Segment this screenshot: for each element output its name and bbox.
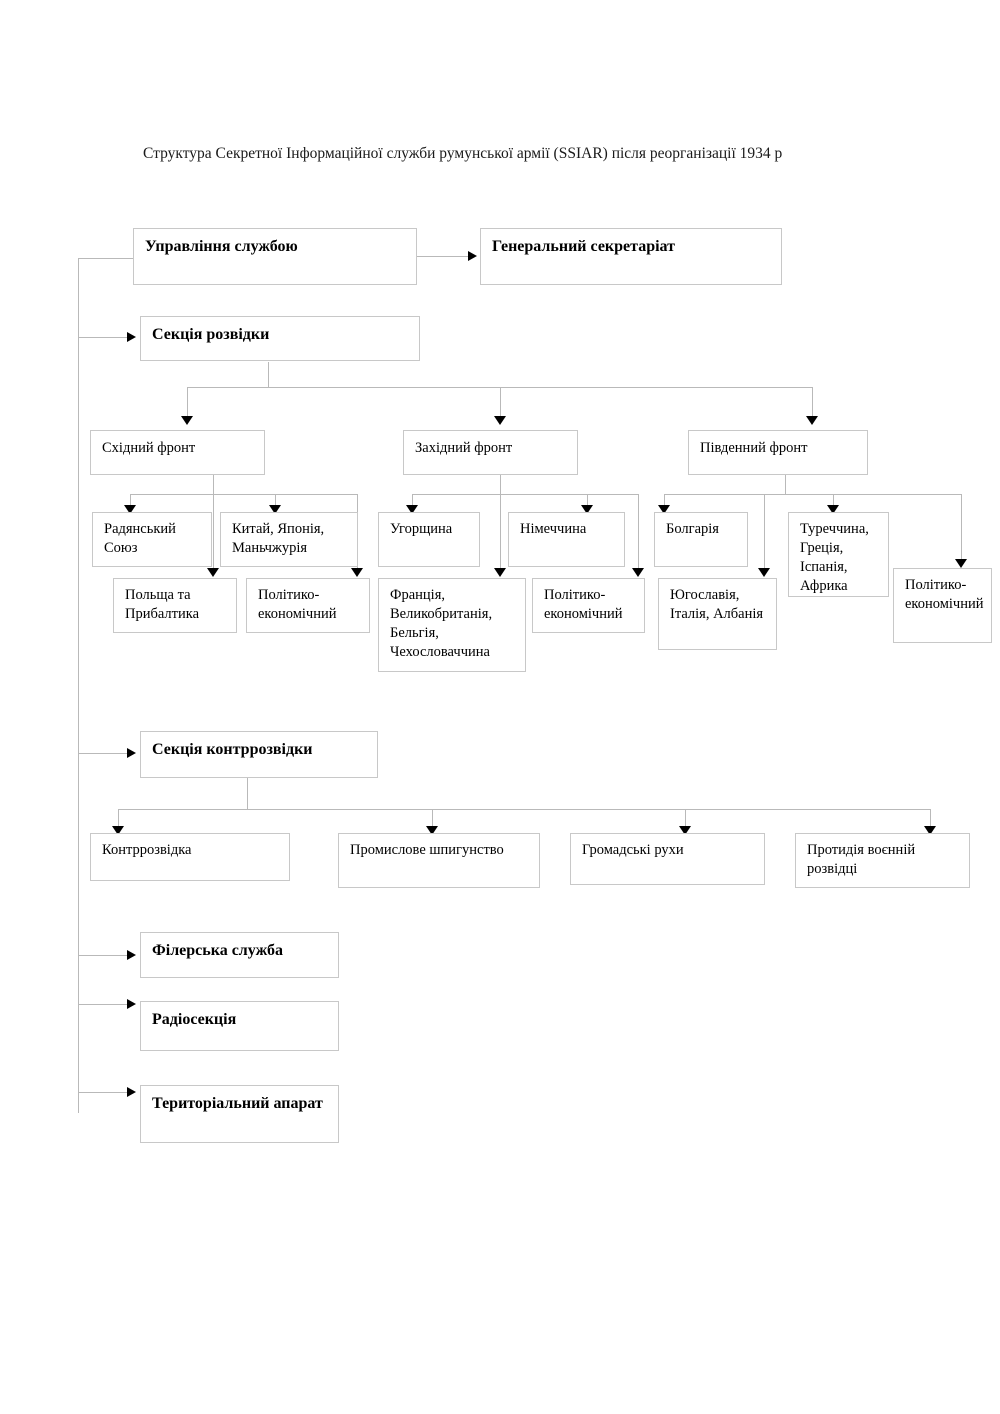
connector-bus-to-south — [812, 387, 813, 419]
connector-west-bus-right — [587, 494, 639, 495]
arrowhead-down-protydiya — [924, 826, 936, 835]
node-politiko-ekonomichnyi-south[interactable]: Політико-економічний — [893, 568, 992, 643]
arrowhead-right-sekciya-kontrrozvidky — [127, 748, 136, 758]
node-protydiya-voyennii-rozvidci[interactable]: Протидія воєнній розвідці — [795, 833, 970, 888]
node-nimechchyna[interactable]: Німеччина — [508, 512, 625, 567]
arrowhead-right-sekretariat — [468, 251, 477, 261]
arrowhead-right-radiosekciya — [127, 999, 136, 1009]
connector-spine-vertical — [78, 258, 79, 1113]
connector-spine-to-radiosekciya — [78, 1004, 128, 1005]
node-sekciya-rozvidky[interactable]: Секція розвідки — [140, 316, 420, 361]
connector-west-to-franciya — [500, 475, 501, 571]
node-yugoslaviya-italiya-albaniya[interactable]: Югославія, Італія, Албанія — [658, 578, 777, 650]
arrowhead-down-nimechchyna — [581, 505, 593, 514]
connector-east-bus — [130, 494, 293, 495]
arrowhead-down-franciya — [494, 568, 506, 577]
connector-kontrrozvidky-drop — [247, 778, 248, 810]
connector-spine-to-sekciya-rozvidky — [78, 337, 128, 338]
connector-spine-to-teritorialnyi-aparat — [78, 1092, 128, 1093]
arrowhead-right-filerska-sluzhba — [127, 950, 136, 960]
arrowhead-down-gromadski-ruhy — [679, 826, 691, 835]
node-zahidnyi-front[interactable]: Західний фронт — [403, 430, 578, 475]
connector-ci-to-gromadski — [685, 809, 686, 829]
connector-south-to-turechchyna — [833, 494, 834, 508]
connector-south-bus — [664, 494, 961, 495]
connector-ci-to-kontrrozvidka — [118, 809, 119, 829]
connector-upravlinnya-to-sekretariat — [417, 256, 469, 257]
connector-west-to-ugorshchyna — [412, 494, 413, 508]
connector-west-to-nimechchyna — [587, 494, 588, 508]
connector-east-bus-right — [293, 494, 358, 495]
connector-south-to-bolgariya — [664, 494, 665, 508]
node-filerska-sluzhba[interactable]: Філерська служба — [140, 932, 339, 978]
arrowhead-down-radyanskyi-soyuz — [124, 505, 136, 514]
connector-east-to-polshcha — [213, 475, 214, 571]
arrowhead-down-turechchyna — [827, 505, 839, 514]
node-pivdennyi-front[interactable]: Південний фронт — [688, 430, 868, 475]
node-generalnyi-sekretariat[interactable]: Генеральний секретаріат — [480, 228, 782, 285]
node-polshcha-ta-prybaltyka[interactable]: Польща та Прибалтика — [113, 578, 237, 633]
node-ugorshchyna[interactable]: Угорщина — [378, 512, 480, 567]
node-sekciya-kontrrozvidky[interactable]: Секція контррозвідки — [140, 731, 378, 778]
connector-spine-to-filerska-sluzhba — [78, 955, 128, 956]
node-kytai-yaponiya-manchzhuriya[interactable]: Китай, Японія, Маньчжурія — [220, 512, 358, 567]
node-politiko-ekonomichnyi-west[interactable]: Політико-економічний — [532, 578, 645, 633]
connector-bus-to-west — [500, 387, 501, 419]
node-radiosekciya[interactable]: Радіосекція — [140, 1001, 339, 1051]
connector-ci-to-protydiya — [930, 809, 931, 829]
arrowhead-down-yugoslaviya — [758, 568, 770, 577]
arrowhead-down-polit-ekon-west — [632, 568, 644, 577]
connector-ci-bus — [118, 809, 930, 810]
connector-south-drop — [785, 475, 786, 495]
arrowhead-right-sekciya-rozvidky — [127, 332, 136, 342]
arrowhead-down-south-front — [806, 416, 818, 425]
connector-bus-to-east — [187, 387, 188, 419]
arrowhead-down-promyslove-shpygunstvo — [426, 826, 438, 835]
node-turechchyna-greciya-ispaniya-afryka[interactable]: Туреччина, Греція, Іспанія, Африка — [788, 512, 889, 597]
arrowhead-down-kontrrozvidka — [112, 826, 124, 835]
arrowhead-down-polshcha — [207, 568, 219, 577]
arrowhead-down-ugorshchyna — [406, 505, 418, 514]
connector-east-to-kytai — [275, 494, 276, 508]
page-title: Структура Секретної Інформаційної служби… — [143, 145, 783, 162]
connector-spine-top-stub — [78, 258, 134, 259]
connector-east-to-radyanskyi — [130, 494, 131, 508]
connector-spine-to-sekciya-kontrrozvidky — [78, 753, 128, 754]
connector-south-to-yugoslaviya — [764, 494, 765, 571]
arrowhead-down-bolgariya — [658, 505, 670, 514]
node-promyslove-shpygunstvo[interactable]: Промислове шпигунство — [338, 833, 540, 888]
arrowhead-down-polit-ekon-east — [351, 568, 363, 577]
connector-ci-to-promyslove — [432, 809, 433, 829]
connector-south-to-polit-ekon — [961, 494, 962, 562]
arrowhead-down-polit-ekon-south — [955, 559, 967, 568]
node-teritorialnyi-aparat[interactable]: Територіальний апарат — [140, 1085, 339, 1143]
connector-rozvidky-drop — [268, 362, 269, 388]
arrowhead-right-teritorialnyi-aparat — [127, 1087, 136, 1097]
arrowhead-down-kytai-yaponiya — [269, 505, 281, 514]
node-shidnyi-front[interactable]: Східний фронт — [90, 430, 265, 475]
arrowhead-down-west-front — [494, 416, 506, 425]
node-bolgariya[interactable]: Болгарія — [654, 512, 748, 567]
arrowhead-down-east-front — [181, 416, 193, 425]
node-radyanskyi-soyuz[interactable]: Радянський Союз — [92, 512, 212, 567]
connector-west-to-polit-ekon — [638, 494, 639, 571]
node-kontrrozvidka[interactable]: Контррозвідка — [90, 833, 290, 881]
node-politiko-ekonomichnyi-east[interactable]: Політико-економічний — [246, 578, 370, 633]
node-gromadski-ruhy[interactable]: Громадські рухи — [570, 833, 765, 885]
node-upravlinnya-sluzhboyu[interactable]: Управління службою — [133, 228, 417, 285]
connector-west-bus — [412, 494, 587, 495]
node-franciya-velykobrytaniya-belgiya-chehoslovachchyna[interactable]: Франція, Великобританія, Бельгія, Чехосл… — [378, 578, 526, 672]
